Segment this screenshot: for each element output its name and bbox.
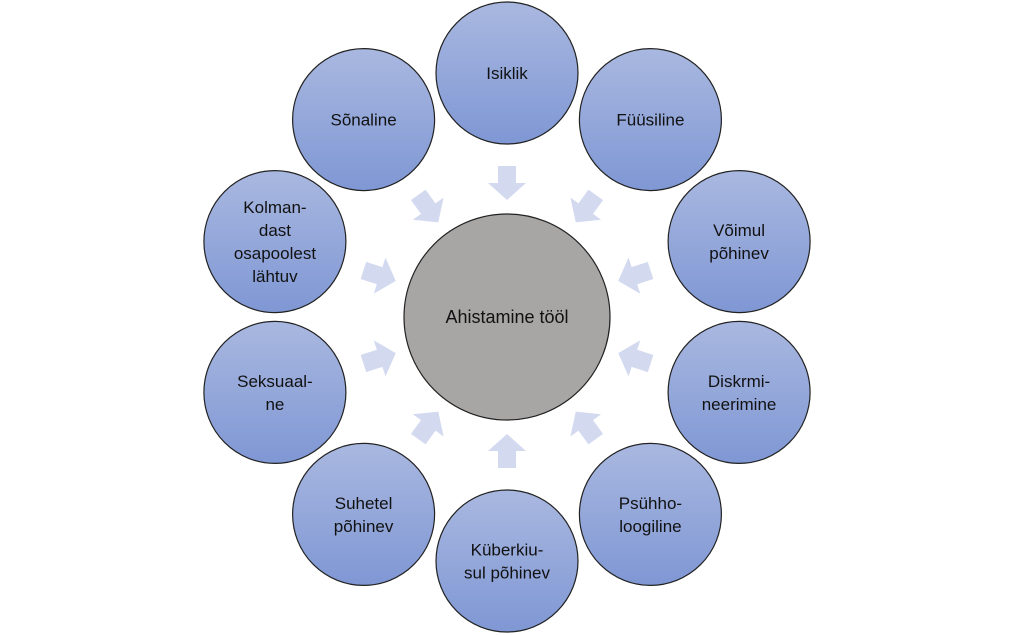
node-circle-diskrimineerimine	[667, 320, 811, 464]
node-label-kuberkiusul-pohinev-line-2: sul põhinev	[464, 564, 551, 583]
node-label-kolmandast-osapoolest-line-3: osapoolest	[234, 244, 317, 263]
node-label-seksuaalne-line-2: ne	[265, 395, 284, 414]
node-isiklik: Isiklik	[435, 1, 579, 145]
node-label-diskrimineerimine-line-1: Diskrmi-	[708, 372, 770, 391]
node-label-fuusiline-line-1: Füüsiline	[616, 111, 684, 130]
node-psuhholoogiline: Psühho-loogiline	[578, 442, 723, 587]
node-circle-seksuaalne	[203, 320, 347, 464]
node-label-seksuaalne-line-1: Seksuaal-	[237, 372, 313, 391]
node-circle-sonaline	[292, 47, 436, 192]
node-label-suhetel-pohinev-line-2: põhinev	[334, 517, 394, 536]
node-diskrimineerimine: Diskrmi-neerimine	[667, 320, 811, 464]
node-circle-psuhholoogiline	[578, 442, 723, 587]
node-label-isiklik-line-1: Isiklik	[486, 64, 528, 83]
node-label-kuberkiusul-pohinev-line-1: Küberkiu-	[471, 541, 544, 560]
center-node: Ahistamine tööl	[403, 213, 611, 421]
node-fuusiline: Füüsiline	[578, 47, 723, 192]
node-circle-kuberkiusul-pohinev	[435, 489, 579, 633]
arrow-kuberkiusul-pohinev	[488, 434, 526, 468]
node-voimul-pohinev: Võimul põhinev	[667, 170, 811, 314]
arrow-seksuaalne	[360, 340, 396, 377]
node-label-sonaline-line-1: Sõnaline	[330, 111, 396, 130]
node-circle-isiklik	[435, 1, 579, 145]
node-circle-suhetel-pohinev	[292, 442, 436, 587]
node-label-kolmandast-osapoolest-line-4: lähtuv	[252, 267, 298, 286]
node-label-suhetel-pohinev-line-1: Suhetel	[335, 494, 393, 513]
node-kuberkiusul-pohinev: Küberkiu-sul põhinev	[435, 489, 579, 633]
arrow-diskrimineerimine	[618, 340, 654, 377]
node-seksuaalne: Seksuaal-ne	[203, 320, 347, 464]
node-circle-voimul-pohinev	[667, 170, 811, 314]
node-label-kolmandast-osapoolest-line-1: Kolman-	[243, 198, 306, 217]
node-suhetel-pohinev: Suhetel põhinev	[292, 442, 436, 587]
nodes-layer: IsiklikFüüsilineVõimulpõhinevDiskrmi-nee…	[203, 1, 811, 633]
arrow-psuhholoogiline	[570, 411, 604, 445]
node-label-psuhholoogiline-line-1: Psühho-	[619, 494, 682, 513]
arrow-suhetel-pohinev	[410, 411, 444, 445]
arrow-isiklik	[488, 166, 526, 200]
node-circle-kolmandast-osapoolest	[203, 170, 347, 314]
node-label-kolmandast-osapoolest-line-2: dast	[259, 221, 291, 240]
node-kolmandast-osapoolest: Kolman-dast osapoolest lähtuv	[203, 170, 347, 314]
center-circle	[403, 213, 611, 421]
center-label-line-1: Ahistamine tööl	[445, 307, 568, 327]
node-label-psuhholoogiline-line-2: loogiline	[619, 517, 681, 536]
node-label-voimul-pohinev-line-1: Võimul	[713, 221, 765, 240]
arrow-fuusiline	[570, 189, 604, 223]
node-sonaline: Sõnaline	[292, 47, 436, 192]
node-label-voimul-pohinev-line-2: põhinev	[709, 244, 769, 263]
arrows-layer	[360, 166, 654, 468]
arrow-sonaline	[410, 189, 444, 223]
arrow-kolmandast-osapoolest	[360, 257, 396, 294]
arrow-voimul-pohinev	[618, 257, 654, 294]
node-label-diskrimineerimine-line-2: neerimine	[702, 395, 777, 414]
node-circle-fuusiline	[578, 47, 723, 192]
